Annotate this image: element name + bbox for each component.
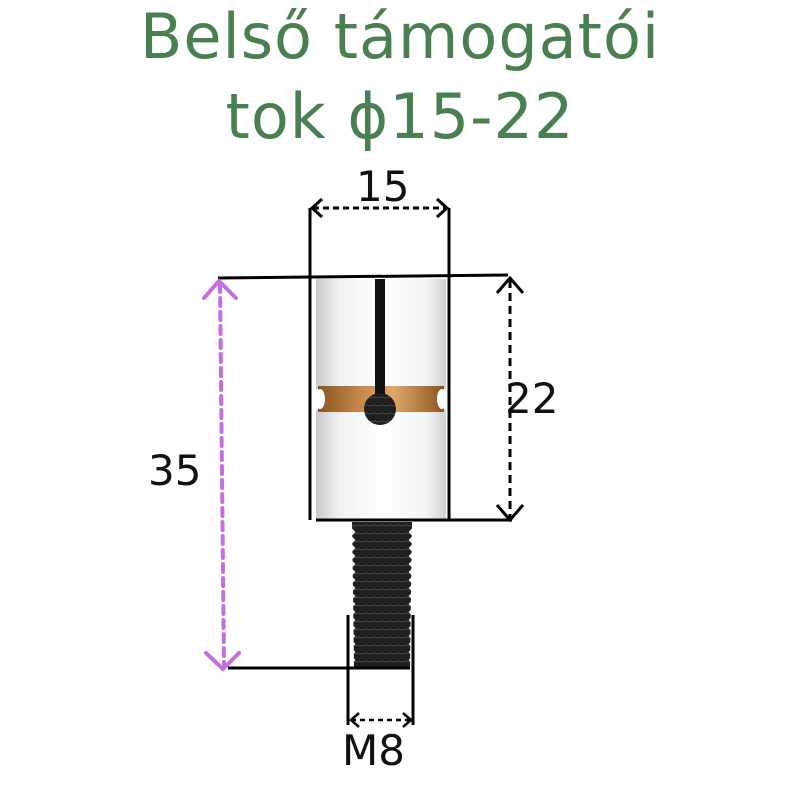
total-height-label: 35 bbox=[148, 446, 202, 495]
thread-dimension-arrow bbox=[349, 712, 413, 728]
title-line-1: Belső támogatói bbox=[139, 0, 661, 73]
width-label: 15 bbox=[356, 162, 410, 211]
thread-size-label: M8 bbox=[342, 726, 405, 775]
body-height-dimension-arrow bbox=[495, 275, 525, 523]
width-dimension-arrow bbox=[309, 197, 450, 219]
body-height-label: 22 bbox=[505, 374, 559, 423]
total-height-dimension-arrow bbox=[202, 278, 241, 672]
body-slot bbox=[375, 279, 385, 394]
set-screw-hole bbox=[364, 393, 396, 425]
title-line-2: tok ϕ15-22 bbox=[225, 80, 575, 153]
support-body bbox=[315, 279, 447, 520]
threaded-stud bbox=[348, 522, 416, 669]
extension-lines bbox=[217, 208, 512, 725]
